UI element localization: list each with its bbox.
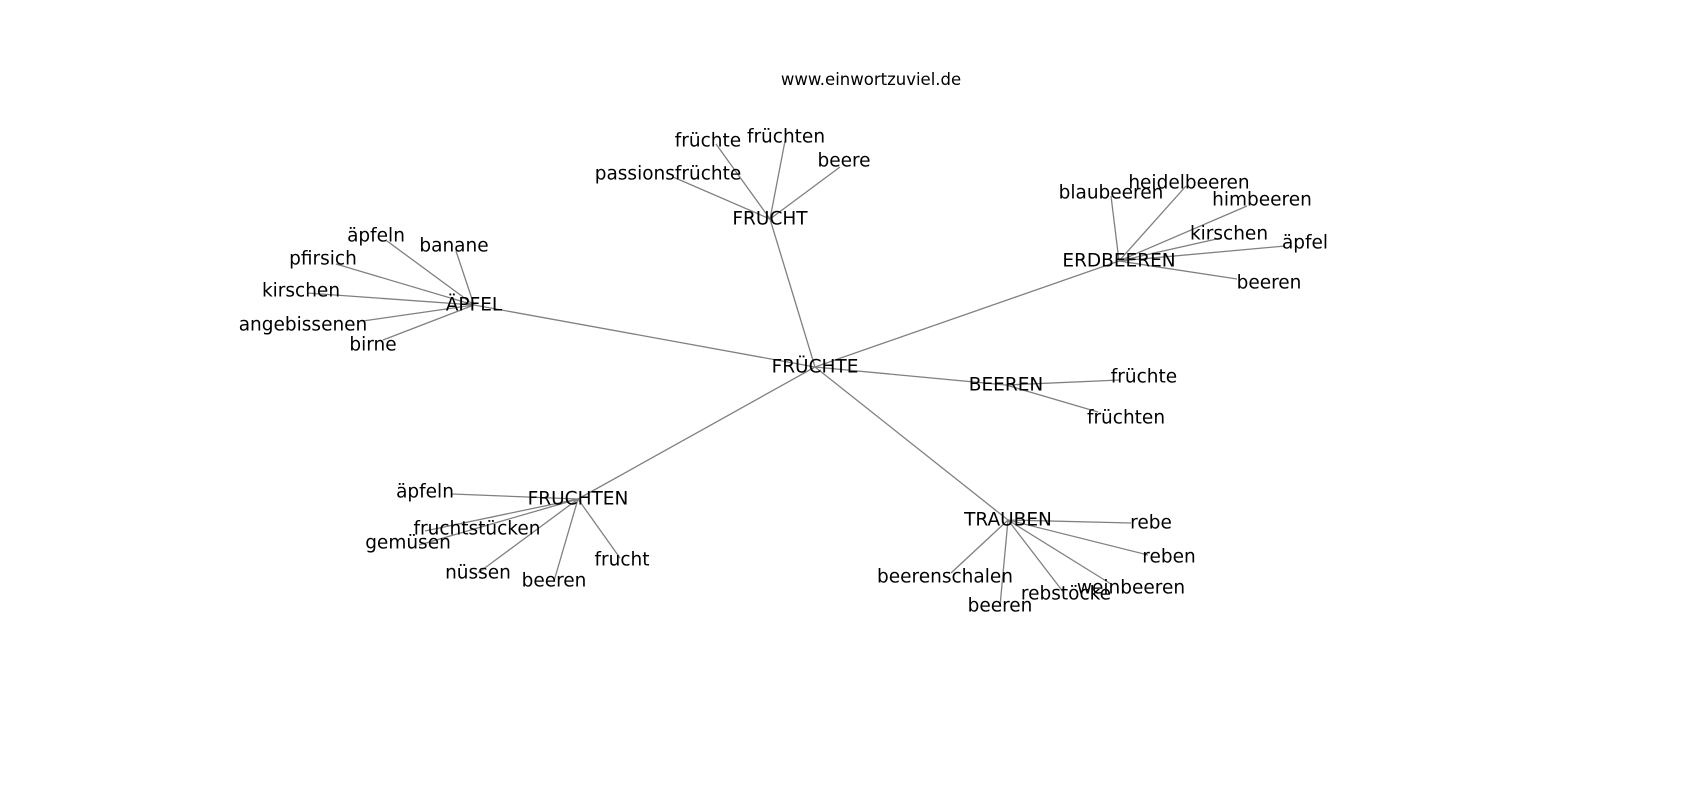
leaf-node-frucht-passionsfruechte: passionsfrüchte — [595, 164, 742, 185]
edge-trauben-to-rebe — [1007, 519, 1132, 524]
edge-trauben-to-reben — [1007, 519, 1149, 556]
edge-aepfel-to-birne — [382, 304, 475, 341]
edge-fruchten-to-frucht — [577, 498, 621, 559]
edge-root-to-aepfel — [473, 304, 816, 368]
edge-fruchten-to-nuessen — [477, 498, 579, 574]
edge-beeren-to-fruechte — [1005, 379, 1121, 386]
edge-fruchten-to-beeren — [553, 498, 579, 582]
leaf-node-erdbeeren-blaubeeren: blaubeeren — [1059, 183, 1164, 204]
edge-erdbeeren-to-himbeeren — [1118, 205, 1248, 262]
leaf-node-trauben-beerenschalen: beerenschalen — [877, 567, 1013, 588]
leaf-node-erdbeeren-heidelbeeren: heidelbeeren — [1128, 173, 1249, 194]
hub-node-beeren: BEEREN — [969, 375, 1043, 396]
leaf-node-frucht-fruechte: früchte — [675, 131, 741, 152]
leaf-node-frucht-beere: beere — [817, 151, 870, 172]
edge-erdbeeren-to-kirschen — [1118, 237, 1222, 262]
edge-erdbeeren-to-blaubeeren — [1110, 195, 1120, 262]
edge-root-to-fruchten — [577, 366, 816, 500]
edge-trauben-to-weinbeeren — [1007, 519, 1112, 585]
edge-trauben-to-beeren — [999, 519, 1009, 607]
leaf-node-trauben-weinbeeren: weinbeeren — [1077, 578, 1185, 599]
leaf-node-erdbeeren-beeren: beeren — [1237, 273, 1302, 294]
leaf-node-trauben-rebe: rebe — [1130, 513, 1172, 534]
leaf-node-aepfel-banane: banane — [419, 236, 488, 257]
graph-labels: FRÜCHTE FRUCHT früchte früchten beere passion… — [239, 127, 1328, 617]
leaf-node-trauben-rebstoecke: rebstöcke — [1021, 584, 1111, 605]
edge-root-to-frucht — [769, 218, 816, 368]
edge-trauben-to-beerenschalen — [950, 519, 1009, 574]
leaf-node-fruchten-fruchtstuecken: fruchtstücken — [414, 519, 541, 540]
edge-fruchten-to-fruchtstuecken — [424, 498, 579, 532]
edge-root-to-erdbeeren — [814, 260, 1120, 368]
edge-root-to-trauben — [814, 366, 1009, 521]
edge-fruchten-to-gemuesen — [418, 498, 579, 546]
edge-trauben-to-rebstoecke — [1007, 519, 1065, 594]
hub-node-frucht: FRUCHT — [732, 209, 808, 230]
leaf-node-trauben-beeren: beeren — [968, 596, 1033, 617]
leaf-node-aepfel-aepfeln: äpfeln — [347, 226, 405, 247]
edge-aepfel-to-kirschen — [306, 292, 475, 306]
leaf-node-erdbeeren-aepfel: äpfel — [1282, 233, 1328, 254]
site-title: www.einwortzuviel.de — [780, 70, 962, 89]
leaf-node-fruchten-frucht: frucht — [595, 550, 650, 571]
leaf-node-aepfel-birne: birne — [349, 335, 396, 356]
leaf-node-fruchten-nuessen: nüssen — [445, 563, 511, 584]
graph-edges — [306, 140, 1286, 607]
edge-frucht-to-beere — [769, 166, 841, 220]
leaf-node-beeren-fruechte: früchte — [1111, 367, 1177, 388]
edge-erdbeeren-to-beeren — [1118, 260, 1238, 280]
leaf-node-frucht-fruechten: früchten — [747, 127, 825, 148]
leaf-node-aepfel-angebissenen: angebissenen — [239, 315, 368, 336]
hub-node-aepfel: ÄPFEL — [446, 295, 503, 316]
edge-fruchten-to-aepfeln — [451, 493, 579, 500]
edge-frucht-to-fruechten — [769, 140, 786, 220]
edge-erdbeeren-to-heidelbeeren — [1118, 185, 1187, 262]
leaf-node-fruchten-aepfeln: äpfeln — [396, 482, 454, 503]
leaf-node-fruchten-gemuesen: gemüsen — [365, 533, 451, 554]
leaf-node-aepfel-kirschen: kirschen — [262, 281, 340, 302]
hub-node-fruchten: FRUCHTEN — [528, 489, 629, 510]
edge-aepfel-to-pfirsich — [335, 263, 475, 306]
leaf-node-aepfel-pfirsich: pfirsich — [289, 249, 357, 270]
edge-frucht-to-fruechte — [715, 143, 771, 220]
edge-erdbeeren-to-aepfel — [1118, 245, 1286, 262]
edge-aepfel-to-banane — [455, 250, 475, 306]
leaf-node-fruchten-beeren: beeren — [522, 571, 587, 592]
edge-frucht-to-passionsfruechte — [672, 176, 771, 220]
edge-root-to-beeren — [814, 366, 1007, 386]
hub-node-trauben: TRAUBEN — [963, 510, 1052, 531]
edge-aepfel-to-aepfeln — [386, 240, 475, 306]
leaf-node-erdbeeren-kirschen: kirschen — [1190, 224, 1268, 245]
leaf-node-erdbeeren-himbeeren: himbeeren — [1212, 190, 1312, 211]
leaf-node-trauben-reben: reben — [1142, 547, 1195, 568]
leaf-node-beeren-fruechten: früchten — [1087, 408, 1165, 429]
hub-node-erdbeeren: ERDBEEREN — [1062, 251, 1175, 272]
root-node-label: FRÜCHTE — [772, 356, 859, 378]
edge-beeren-to-fruechten — [1005, 384, 1099, 413]
edge-aepfel-to-angebissenen — [362, 304, 475, 322]
